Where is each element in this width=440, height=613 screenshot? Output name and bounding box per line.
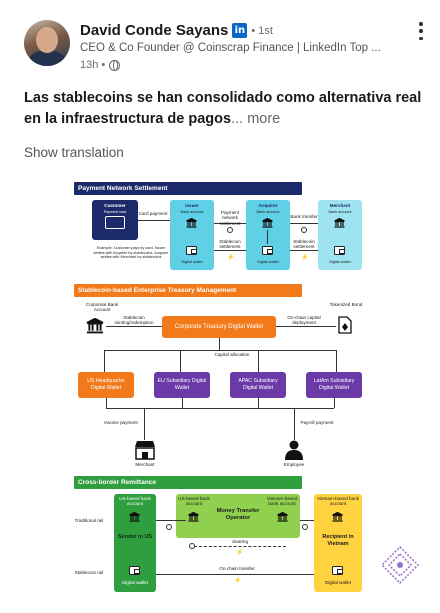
- sender-label: Sender in US: [117, 534, 153, 540]
- traditional-rail-label: Traditional rail: [74, 518, 104, 523]
- linkedin-icon: in: [232, 23, 248, 38]
- issuer-bank-label: Bank account: [180, 210, 204, 214]
- recipient-column: [314, 494, 362, 592]
- corporate-bank-label: Corporate Bank Account: [85, 302, 119, 313]
- lightning-icon: ⚡: [236, 550, 244, 556]
- recipient-wallet-label: Digital wallet: [325, 580, 351, 585]
- customer-label: Customer: [104, 203, 126, 208]
- corporate-bank-icon: [86, 318, 104, 334]
- mto-vn-bank-icon: [277, 512, 288, 522]
- merchant-label: Merchant: [329, 203, 351, 208]
- author-name-line: David Conde Sayans in • 1st: [80, 22, 273, 39]
- acquirer-bank-label: Bank account: [256, 210, 280, 214]
- post-image-infographic[interactable]: Payment Network Settlement Customer Paym…: [72, 178, 368, 602]
- section-title-treasury: Stablecoin-based Enterprise Treasury Man…: [74, 284, 302, 297]
- acquirer-wallet-label: Digital wallet: [257, 260, 279, 264]
- post-header: David Conde Sayans in • 1st CEO & Co Fou…: [24, 20, 424, 76]
- acquirer-label: Acquirer: [258, 203, 278, 208]
- more-options-icon[interactable]: [416, 22, 426, 40]
- employee-icon: [285, 440, 303, 460]
- mto-vn-bank-label: Vietnam-based bank account: [266, 496, 298, 507]
- apac-subsidiary-wallet: APAC Subsidiary Digital Wallet: [230, 372, 286, 398]
- merchant-bank-label: Bank account: [328, 210, 352, 214]
- merchant-wallet-label: Digital wallet: [329, 260, 351, 264]
- capital-allocation-label: Capital allocation: [214, 352, 250, 357]
- issuer-label: Issuer: [185, 203, 199, 208]
- watermark-logo-icon: [380, 545, 420, 585]
- mto-label: Money Transfer Operator: [216, 508, 260, 521]
- merchant-column: [318, 200, 362, 270]
- author-headline: CEO & Co Founder @ Coinscrap Finance | L…: [80, 42, 381, 54]
- lightning-icon: ⚡: [227, 255, 235, 261]
- clock-icon: [302, 524, 308, 530]
- merchant-store-label: Merchant: [135, 462, 155, 467]
- post-body: Las stablecoins se han consolidado como …: [24, 88, 424, 130]
- recipient-wallet-icon: [332, 566, 343, 575]
- us-hq-wallet: US Headquarter Digital Wallet: [78, 372, 134, 398]
- clearing-label: clearing: [231, 539, 249, 544]
- connection-degree: • 1st: [251, 24, 273, 37]
- sender-column: [114, 494, 156, 592]
- onchain-deploy-label: On-chain capital deployment: [287, 315, 321, 326]
- tokenized-bond-icon: [338, 316, 352, 334]
- lightning-icon: ⚡: [234, 578, 242, 584]
- invoice-payment-label: Invoice payment: [104, 420, 138, 425]
- store-icon: [135, 441, 155, 460]
- globe-icon: [109, 59, 121, 71]
- vn-bank-label: Vietnam-based bank account: [316, 496, 360, 507]
- author-avatar[interactable]: [24, 20, 70, 66]
- clock-icon: [166, 524, 172, 530]
- minting-label: Stablecoin minting/redemption: [114, 315, 154, 326]
- payment-card-label: Payment card: [103, 210, 127, 214]
- tokenized-bond-label: Tokenized Bond: [329, 302, 363, 307]
- sender-wallet-icon: [129, 566, 140, 575]
- bank-transfer-label: Bank transfer: [290, 214, 318, 219]
- sender-wallet-label: Digital wallet: [122, 580, 148, 585]
- lightning-icon: ⚡: [301, 255, 309, 261]
- post-time: 13h •: [80, 59, 106, 71]
- clock-icon: [301, 227, 307, 233]
- post-body-text: Las stablecoins se han consolidado como …: [24, 90, 422, 127]
- clock-icon: [189, 543, 195, 549]
- section-title-payment-network: Payment Network Settlement: [74, 182, 302, 195]
- issuer-wallet-label: Digital wallet: [181, 260, 203, 264]
- merchant-wallet-icon: [334, 246, 345, 255]
- stablecoin-settlement-label: Stablecoin settlement: [219, 239, 241, 250]
- clock-icon: [227, 227, 233, 233]
- latam-subsidiary-wallet: LatAm Subsidiary Digital Wallet: [306, 372, 362, 398]
- corporate-treasury-wallet: Corporate Treasury Digital Wallet: [162, 316, 276, 338]
- mto-us-bank-label: US-based bank account: [178, 496, 210, 507]
- acquirer-column: [246, 200, 290, 270]
- us-bank-label: US-based bank account: [119, 496, 151, 507]
- onchain-transfer-label: On-chain transfer: [219, 566, 255, 571]
- sender-bank-icon: [129, 512, 140, 522]
- recipient-bank-icon: [332, 512, 343, 522]
- post-meta: 13h •: [80, 59, 121, 71]
- employee-label: Employee: [283, 462, 305, 467]
- stablecoin-settlement2-label: Stablecoin settlement: [293, 239, 315, 250]
- acquirer-bank-icon: [262, 218, 273, 228]
- recipient-label: Recipient in Vietnam: [322, 534, 354, 547]
- stablecoin-rail-label: Stablecoin rail: [74, 570, 104, 575]
- issuer-bank-icon: [186, 218, 197, 228]
- acquirer-wallet-icon: [262, 246, 273, 255]
- eu-subsidiary-wallet: EU Subsidiary Digital Wallet: [154, 372, 210, 398]
- author-name[interactable]: David Conde Sayans: [80, 22, 229, 39]
- payment-card-icon: [105, 216, 125, 229]
- payment-network-label: Payment network settlement: [219, 210, 241, 226]
- issuer-column: [170, 200, 214, 270]
- section-title-remittance: Cross-border Remittance: [74, 476, 302, 489]
- example-note: Example: Customer pays by card. Issuer s…: [93, 246, 169, 260]
- card-payment-label: Card payment: [138, 211, 168, 216]
- issuer-wallet-icon: [186, 246, 197, 255]
- payroll-payment-label: Payroll payment: [300, 420, 334, 425]
- merchant-bank-icon: [334, 218, 345, 228]
- customer-box: [92, 200, 138, 240]
- mto-us-bank-icon: [188, 512, 199, 522]
- see-more-link[interactable]: ... more: [231, 111, 281, 127]
- show-translation-link[interactable]: Show translation: [24, 145, 124, 160]
